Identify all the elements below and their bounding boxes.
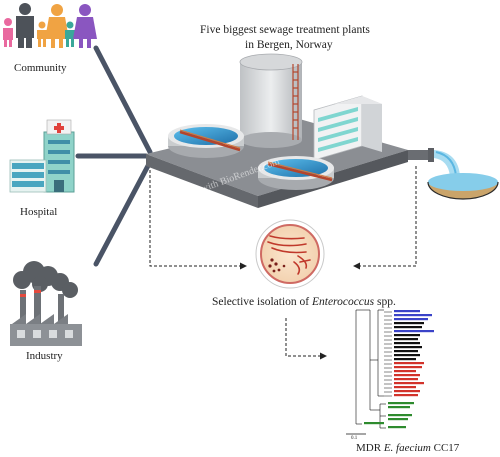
tree-caption: MDR E. faecium CC17 (356, 442, 459, 454)
industry-label: Industry (26, 350, 63, 362)
plant-title-line2: in Bergen, Norway (245, 39, 333, 51)
isolation-genus: Enterococcus (311, 296, 375, 308)
tree-caption-suffix: CC17 (430, 442, 460, 454)
isolation-prefix: Selective isolation of (212, 296, 312, 308)
isolation-caption: Selective isolation of Enterococcus spp. (212, 296, 396, 308)
inflow-pipes (75, 45, 153, 267)
community-label: Community (14, 62, 67, 74)
tree-leaf-labels (346, 310, 434, 435)
phylogenetic-tree (355, 309, 386, 429)
hospital-building-icon (9, 119, 75, 193)
sewage-treatment-plant (146, 53, 499, 208)
tree-scale-label: 0.1 (351, 436, 358, 441)
isolation-suffix: spp. (374, 296, 396, 308)
plant-title-line1: Five biggest sewage treatment plants (200, 24, 370, 36)
petri-dish-icon (255, 219, 325, 289)
hospital-label: Hospital (20, 206, 58, 218)
tree-caption-prefix: MDR (356, 442, 384, 454)
dashed-arrows (149, 166, 417, 360)
community-people-icon (3, 3, 97, 48)
tree-caption-species: E. faecium (383, 442, 431, 454)
industry-factory-icon (10, 261, 82, 346)
